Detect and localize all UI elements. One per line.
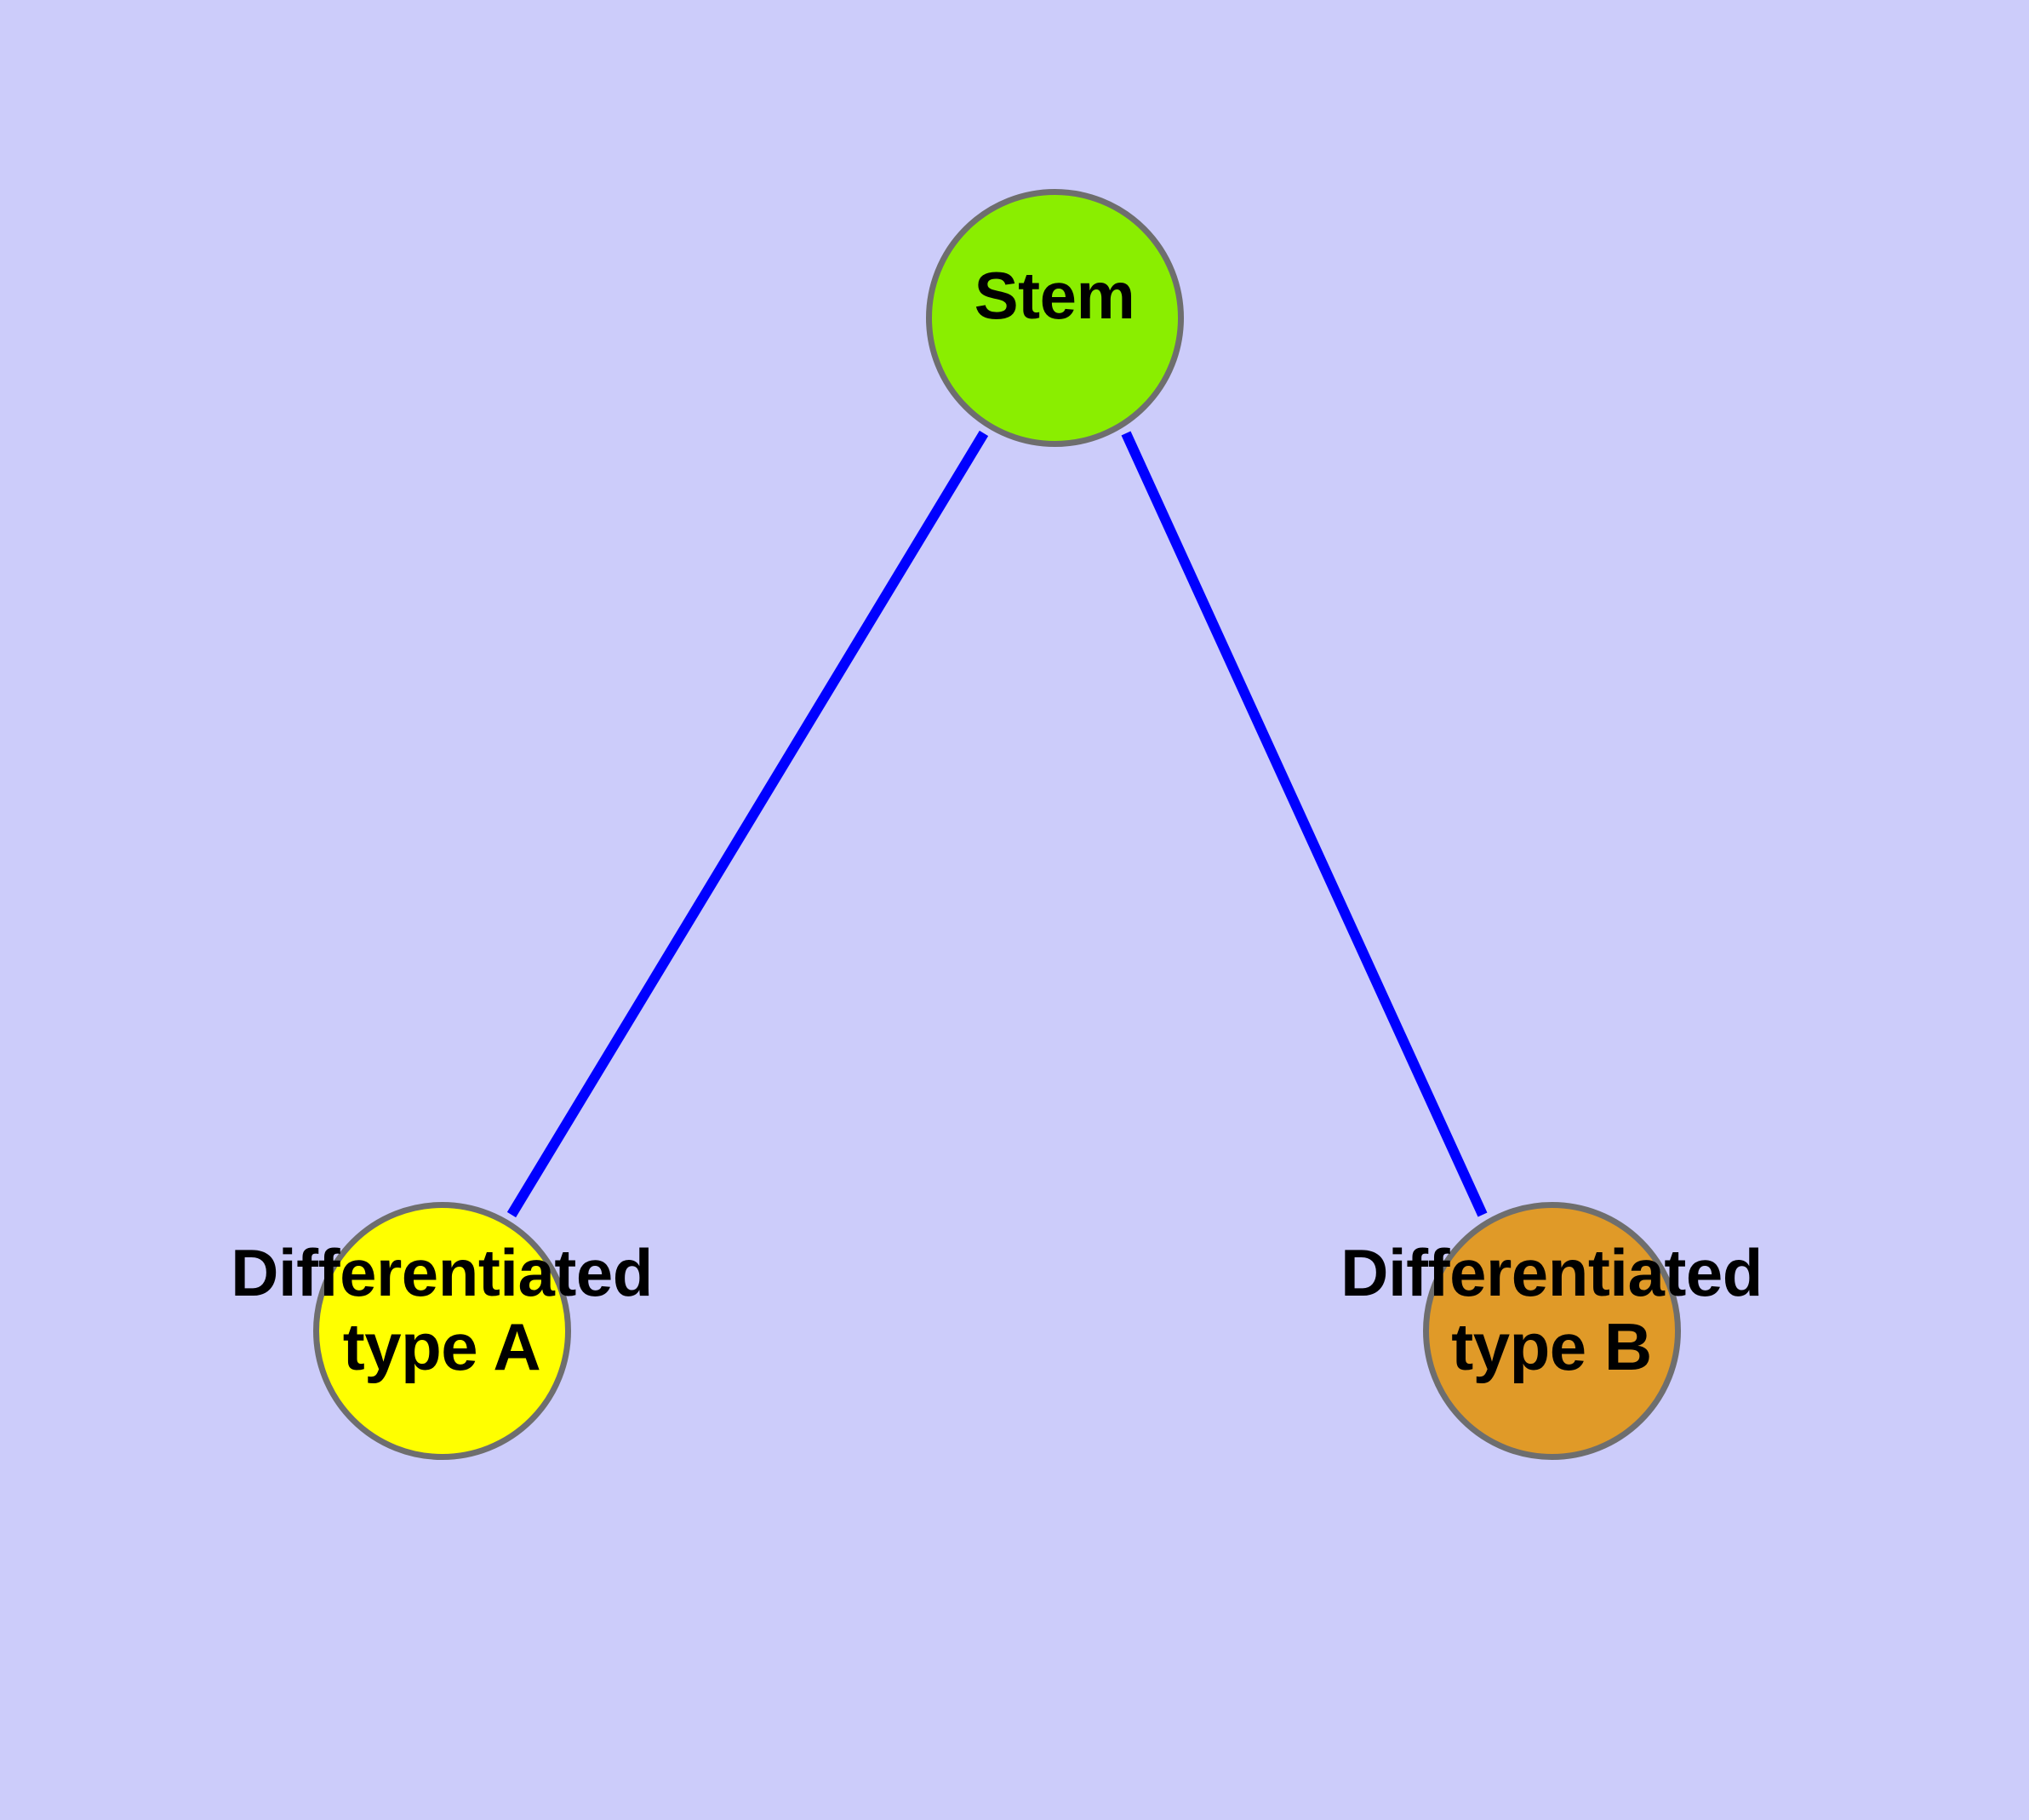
node-differentiated-type-b[interactable]	[1423, 1202, 1681, 1460]
node-differentiated-type-a[interactable]	[313, 1202, 571, 1460]
edge-stem-to-differentiated-type-a	[506, 430, 989, 1218]
node-stem[interactable]	[926, 189, 1184, 447]
edge-stem-to-differentiated-type-b	[1121, 431, 1488, 1217]
